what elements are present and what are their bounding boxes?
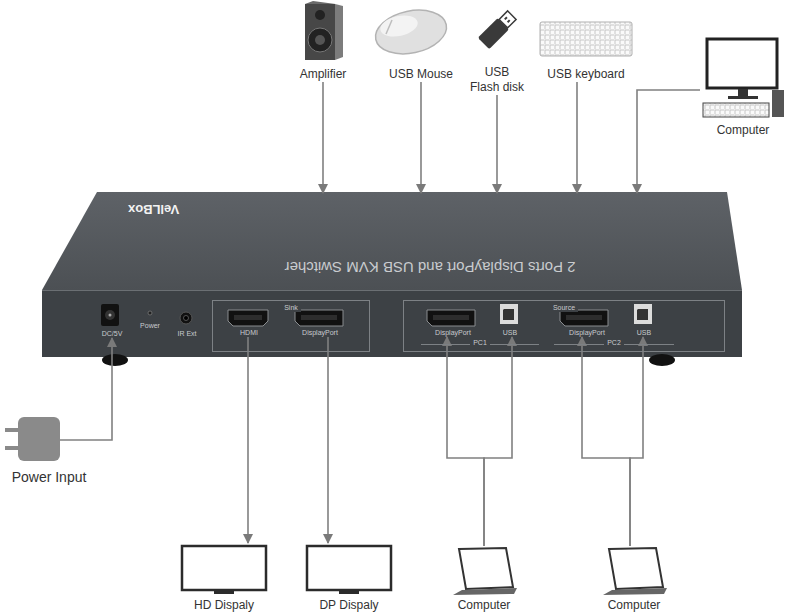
node-label: USB Flash disk [469, 65, 525, 95]
node-label: DP Dispaly [319, 598, 378, 613]
device-label-node: HD Dispaly [175, 543, 273, 613]
display-icon [182, 546, 391, 594]
port-node: HDMI [226, 309, 272, 337]
node-label: Computer [608, 598, 661, 613]
device-label-node: USB Flash disk [467, 2, 527, 95]
label-anchor: Sink [213, 296, 369, 314]
label-anchor: Source [404, 296, 724, 314]
speaker-icon [305, 1, 343, 60]
led-node: Power [138, 309, 162, 330]
node-label: Power [140, 321, 160, 330]
node-label: HD Dispaly [194, 598, 254, 613]
device-label-node: DP Dispaly [300, 543, 398, 613]
node-label: DisplayPort [435, 328, 471, 337]
cable-arrow [637, 90, 700, 193]
pc-port-bracket: PC1DisplayPort USB [421, 303, 539, 345]
keyboard-icon [540, 22, 632, 56]
device-label-node: Power Input [3, 410, 95, 486]
device-label-node: USB Mouse [372, 2, 470, 82]
port-group: SinkHDMI DisplayPort [212, 300, 370, 352]
node-label: USB keyboard [547, 67, 624, 82]
cable-arrow [322, 82, 324, 193]
cable-arrow [484, 337, 512, 546]
desktop-computer-icon [703, 39, 784, 117]
device-label-node: Amplifier [288, 2, 358, 82]
device-label-node: Computer [595, 546, 673, 613]
port-node: USB [496, 303, 524, 337]
label-anchor: 2 Ports DisplayPort and USB KVM Switcher [118, 259, 742, 276]
cable-arrow [496, 95, 498, 193]
node-label: VelLBox [128, 202, 179, 217]
label-anchor: VelLBox [128, 202, 179, 217]
power-plug-icon [5, 417, 95, 461]
device-label-node: Computer [445, 546, 523, 613]
node-label: HDMI [240, 328, 258, 337]
port-node: DisplayPort [559, 309, 615, 337]
port-node: DisplayPort [291, 309, 349, 337]
node-label: DisplayPort [302, 328, 338, 337]
cable-arrow [95, 338, 112, 440]
node-label: IR Ext [177, 329, 196, 338]
node-label: USB [503, 328, 517, 337]
port-node: DC/5V [96, 302, 128, 338]
node-label: DC/5V [102, 329, 123, 338]
node-label: Power Input [12, 469, 87, 486]
device-label-node: Computer [700, 36, 786, 138]
cable-arrow [582, 337, 630, 546]
cable-arrow [576, 82, 578, 193]
cable-arrow [447, 337, 484, 546]
cable-arrow [630, 337, 643, 546]
node-label: DisplayPort [569, 328, 605, 337]
node-label: USB [637, 328, 651, 337]
kvm-switch: VelLBox 2 Ports DisplayPort and USB KVM S… [42, 193, 742, 360]
device-label-node: USB keyboard [537, 2, 635, 82]
cable-arrow [327, 337, 329, 543]
node-label: Amplifier [300, 67, 347, 82]
flash-disk-icon [478, 9, 518, 49]
mouse-icon [371, 4, 450, 60]
kvm-switch-body [42, 192, 742, 366]
port-group: SourcePC1DisplayPortUSBPC2DisplayPortUSB [403, 300, 725, 352]
node-label: Computer [458, 598, 511, 613]
cable-arrow [420, 82, 422, 193]
front-panel-ports [101, 304, 652, 326]
node-label: PC1 [470, 338, 490, 347]
port-node: IR Ext [172, 311, 202, 338]
node-label: Sink [281, 303, 301, 312]
node-label: Source [550, 303, 578, 312]
cable-arrow [247, 337, 249, 543]
node-label: USB Mouse [389, 67, 453, 82]
laptop-icon [453, 548, 667, 595]
port-node: DisplayPort [425, 309, 481, 337]
node-label: 2 Ports DisplayPort and USB KVM Switcher [118, 259, 742, 276]
port-node: USB [630, 303, 658, 337]
node-label: PC2 [604, 338, 624, 347]
node-label: Computer [717, 123, 770, 138]
